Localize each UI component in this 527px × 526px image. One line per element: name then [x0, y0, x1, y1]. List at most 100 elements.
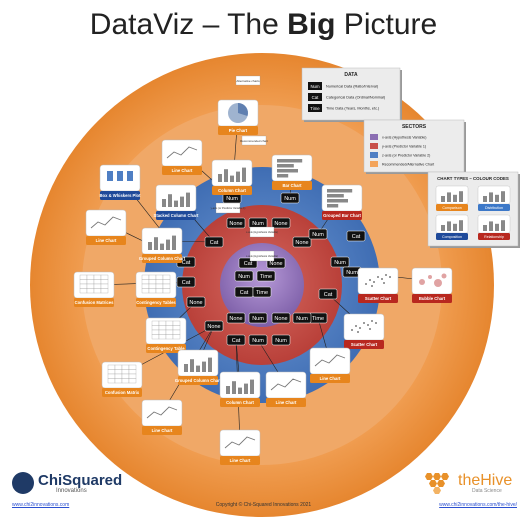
title-bold: Big — [287, 8, 336, 41]
chart-thumbnail[interactable]: Bar Chart — [271, 154, 313, 190]
chart-thumbnail-label: Pie Chart — [229, 128, 248, 133]
data-type-chip: None — [271, 312, 291, 324]
table-icon — [151, 320, 181, 340]
chart-thumbnail[interactable]: Line Chart — [161, 139, 203, 175]
chart-thumbnail[interactable]: Stacked Column Chart — [154, 184, 200, 220]
chart-thumbnail[interactable]: Scatter Chart — [357, 267, 399, 303]
pie-icon — [228, 103, 248, 123]
chart-thumbnail[interactable]: Grouped Column Chart — [175, 349, 222, 385]
callout-note: Recommended chart — [240, 135, 268, 146]
line-icon — [314, 354, 346, 367]
legend-type-item: Comparison — [435, 185, 469, 211]
page-title: DataViz – The Big Picture — [0, 8, 527, 42]
chart-thumbnail[interactable]: Scatter Chart — [343, 313, 385, 349]
chart-thumbnail[interactable]: Confusion Matrix — [101, 361, 143, 397]
table-icon — [107, 364, 137, 384]
scatter-icon — [351, 320, 377, 333]
chip-label: Cat — [352, 234, 361, 240]
line-icon — [224, 436, 256, 449]
data-type-chip: Cat — [318, 288, 338, 300]
chart-thumbnail[interactable]: Line Chart — [265, 371, 307, 407]
data-type-chip: Cat — [226, 334, 246, 346]
chart-thumbnail[interactable]: Column Chart — [211, 159, 253, 195]
legend-sector-text: x-axis (Hypothesis Variable) — [382, 136, 426, 140]
legend-type-label: Distribution — [485, 206, 503, 210]
data-type-chip: Cat — [346, 230, 366, 242]
chart-thumbnail[interactable]: Line Chart — [85, 209, 127, 245]
chart-thumbnail[interactable]: Line Chart — [309, 347, 351, 383]
legend-sectors-title: SECTORS — [402, 124, 427, 130]
thehive-logo[interactable]: theHive Data Science — [422, 470, 518, 496]
chip-label: Cat — [182, 260, 191, 266]
chip-label: Num — [252, 221, 264, 227]
ring-note-label: x-axis (Hypothesis Variable) — [246, 230, 278, 234]
chisquared-mark-icon — [12, 472, 34, 494]
chart-thumbnail[interactable]: Grouped Bar Chart — [321, 184, 363, 220]
chip-label: Time — [256, 290, 268, 296]
chip-label: Num — [275, 338, 287, 344]
thehive-name: theHive — [458, 472, 513, 489]
footer-left-link[interactable]: www.chi2innovations.com — [12, 502, 70, 508]
chart-thumbnail[interactable]: Grouped Column Chart — [139, 227, 186, 263]
chip-label: Time — [260, 274, 272, 280]
ring-note: x-axis (Hypothesis Variable) — [246, 226, 278, 238]
footer-right-link[interactable]: www.chi2innovations.com/the-hive/ — [439, 502, 517, 508]
chart-thumbnail-label: Line Chart — [230, 458, 251, 463]
chart-thumbnail[interactable]: Line Chart — [219, 429, 261, 465]
chip-label: Num — [346, 270, 358, 276]
chip-label: Num — [238, 274, 250, 280]
legend-type-item: Relationship — [477, 214, 511, 240]
data-type-chip: None — [186, 296, 206, 308]
box-icon — [107, 171, 133, 181]
bubble-icon — [419, 273, 447, 287]
column-icon — [162, 192, 190, 207]
legend-data-title: DATA — [344, 72, 358, 78]
chart-thumbnail[interactable]: Pie Chart — [217, 99, 259, 135]
chip-label: Cat — [232, 338, 241, 344]
data-type-chip: Num — [248, 334, 268, 346]
data-type-chip: None — [271, 217, 291, 229]
chart-thumbnail[interactable]: Bubble Chart — [411, 267, 453, 303]
data-type-chip: Cat — [234, 286, 254, 298]
chip-label: Cat — [244, 261, 253, 267]
legend-sector-text: z-axis (or Predictor Variable 2) — [382, 154, 430, 158]
ring-note-label: x-axis (Hypothesis Variable) — [246, 254, 278, 258]
chisquared-logo[interactable]: ChiSquared Innovations — [12, 472, 122, 496]
chip-label: Num — [252, 338, 264, 344]
legend-types-title: CHART TYPES – COLOUR CODES — [437, 176, 509, 181]
column-icon — [184, 357, 212, 372]
chart-thumbnail[interactable]: Line Chart — [141, 399, 183, 435]
chip-label: Num — [296, 316, 308, 322]
legend-sector-text: y-axis (Predictor Variable 1) — [382, 145, 426, 149]
data-type-chip: Num — [308, 228, 328, 240]
legend-type-label: Composition — [442, 235, 462, 239]
hbar-icon — [327, 189, 353, 208]
data-type-chip: None — [226, 217, 246, 229]
data-type-chip: Time — [256, 270, 276, 282]
chart-thumbnail[interactable]: Confusion Matrices — [73, 271, 115, 307]
chart-thumbnail-label: Confusion Matrix — [105, 390, 140, 395]
title-suffix: Picture — [335, 8, 438, 41]
chart-thumbnail-label: Line Chart — [172, 168, 193, 173]
data-type-chip: None — [226, 312, 246, 324]
chart-thumbnail[interactable]: Contingency Tables — [135, 271, 176, 307]
chip-label: None — [274, 316, 287, 322]
ring-note: x-axis (Hypothesis Variable) — [246, 250, 278, 262]
chip-label: Num — [226, 196, 238, 202]
chip-label: None — [269, 261, 282, 267]
chart-thumbnail[interactable]: Box & Whiskers Plot — [100, 164, 142, 200]
data-type-chip: Cat — [204, 236, 224, 248]
chip-label: Time — [312, 316, 324, 322]
data-type-chip: Num — [248, 217, 268, 229]
legend-type-item: Composition — [435, 214, 469, 240]
callout-label: Alternative charts — [236, 79, 260, 83]
table-icon — [79, 274, 109, 294]
chart-thumbnail[interactable]: Contingency Table — [145, 317, 187, 353]
chart-thumbnail[interactable]: Column Chart — [219, 371, 261, 407]
column-icon — [218, 167, 246, 182]
